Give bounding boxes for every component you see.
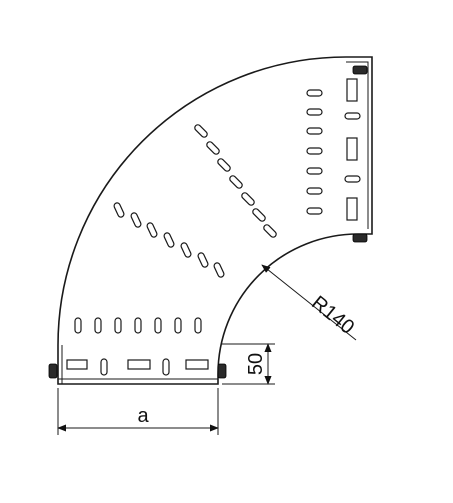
slot xyxy=(263,224,277,238)
bolt xyxy=(48,363,58,379)
slot xyxy=(306,147,323,155)
slot xyxy=(217,158,231,172)
radius-dimension: R140 xyxy=(261,264,358,341)
slot xyxy=(306,167,323,175)
slot xyxy=(163,232,175,248)
slot xyxy=(180,242,192,258)
bolt xyxy=(217,363,227,379)
bolt xyxy=(352,65,368,75)
slot xyxy=(306,127,323,135)
slot xyxy=(94,317,102,334)
width-label: a xyxy=(137,405,149,427)
bottom-connector-holes xyxy=(66,358,209,376)
slot xyxy=(197,252,209,268)
connector-hole xyxy=(346,78,358,102)
radius-label: R140 xyxy=(307,292,358,339)
bolt xyxy=(352,233,368,243)
slot xyxy=(194,317,202,334)
height-dimension: 50 xyxy=(222,343,275,385)
bottom-slot-row xyxy=(74,317,202,334)
bend-body xyxy=(57,56,373,385)
connector-hole xyxy=(344,112,361,120)
height-label: 50 xyxy=(245,353,267,375)
slot xyxy=(113,202,125,218)
connector-hole xyxy=(162,358,170,376)
diagonal-slot-row-1 xyxy=(194,124,277,238)
diagonal-slot-row-2 xyxy=(113,202,225,278)
connector-hole xyxy=(66,359,88,370)
slot xyxy=(146,222,158,238)
connector-hole xyxy=(344,175,361,183)
slot xyxy=(306,207,323,215)
slot xyxy=(174,317,182,334)
connector-hole xyxy=(185,359,209,370)
slot xyxy=(194,124,208,138)
top-flange-edge xyxy=(346,61,369,229)
connector-hole xyxy=(346,137,358,161)
slot xyxy=(229,175,243,189)
bolts xyxy=(48,65,368,379)
slot xyxy=(206,141,220,155)
slot xyxy=(74,317,82,334)
connector-hole xyxy=(127,359,151,370)
slot xyxy=(134,317,142,334)
slot xyxy=(241,192,255,206)
slot xyxy=(306,89,323,97)
width-dimension: a xyxy=(57,388,219,435)
connector-hole xyxy=(346,197,358,221)
slot xyxy=(154,317,162,334)
vertical-slot-row xyxy=(306,89,323,215)
slot xyxy=(114,317,122,334)
slot xyxy=(306,187,323,195)
slot xyxy=(213,262,225,278)
slot xyxy=(130,212,142,228)
slot xyxy=(252,208,266,222)
connector-hole xyxy=(100,358,108,376)
slot xyxy=(306,108,323,116)
top-connector-holes xyxy=(344,78,361,221)
